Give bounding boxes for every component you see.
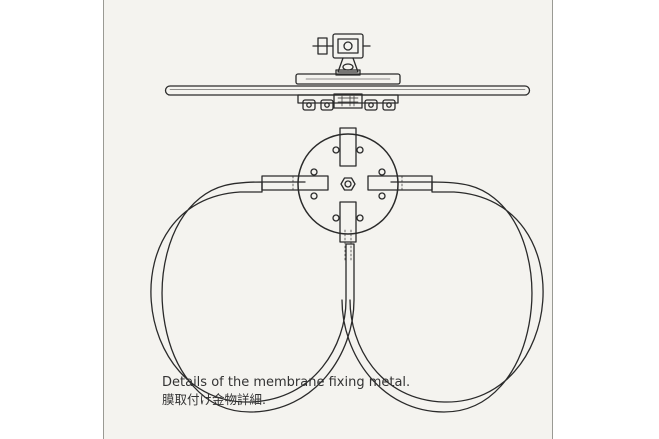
clamp-plate-lower (297, 93, 399, 111)
center-hex-nut (340, 177, 356, 191)
center-plate (297, 133, 399, 235)
caption-japanese: 膜取付け金物詳細. (162, 392, 266, 407)
side-elevation-view (164, 33, 531, 111)
right-ring-frame (341, 181, 544, 413)
caption-english: Details of the membrane fixing metal. (162, 375, 411, 390)
cross-straps (261, 127, 433, 263)
hanger-clevis (312, 33, 371, 73)
left-ring-frame (150, 181, 355, 413)
frame-right-edge (552, 0, 553, 439)
figure-caption: Details of the membrane fixing metal. 膜取… (162, 374, 410, 408)
plan-view (150, 127, 544, 413)
horizontal-rod (164, 85, 531, 96)
bolt-holes (310, 146, 386, 222)
clamp-plate-upper (295, 69, 401, 85)
frame-left-edge (103, 0, 104, 439)
